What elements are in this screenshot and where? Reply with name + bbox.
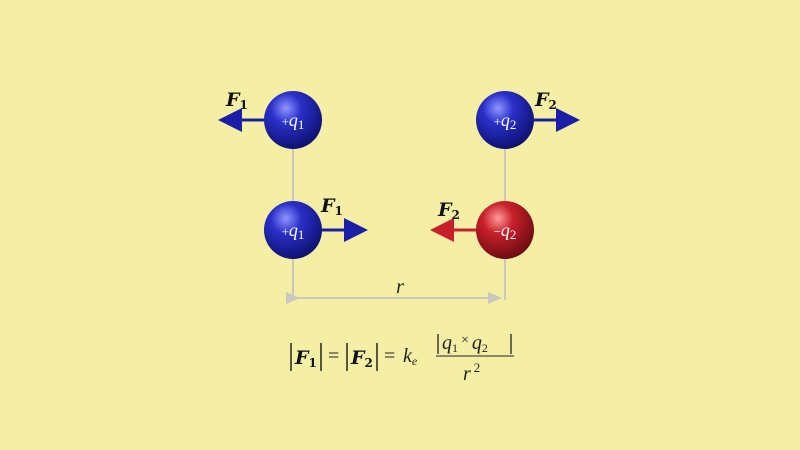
charge-sphere-top-right <box>476 91 534 149</box>
force-label-bottom-left: F1 <box>320 195 343 218</box>
force-label-top-left: F1 <box>225 89 248 112</box>
charge-sphere-bottom-left <box>264 201 322 259</box>
charge-label-bottom-left: +q1 <box>282 220 305 242</box>
charge-sphere-bottom-right <box>476 201 534 259</box>
charge-label-top-left: +q1 <box>282 110 305 132</box>
charge-label-top-right: +q2 <box>494 110 517 132</box>
svg-text:=: = <box>384 345 395 367</box>
distance-label: r <box>396 276 404 298</box>
svg-text:ke: ke <box>403 345 418 368</box>
svg-text:q1×q2: q1×q2 <box>442 332 488 355</box>
force-label-top-right: F2 <box>534 89 557 112</box>
svg-text:F2: F2 <box>350 347 373 370</box>
svg-text:r2: r2 <box>463 360 480 385</box>
svg-text:=: = <box>328 345 339 367</box>
charge-label-bottom-right: −q2 <box>494 220 517 242</box>
charge-sphere-top-left <box>264 91 322 149</box>
svg-text:F1: F1 <box>294 347 317 370</box>
force-label-bottom-right: F2 <box>437 199 460 222</box>
